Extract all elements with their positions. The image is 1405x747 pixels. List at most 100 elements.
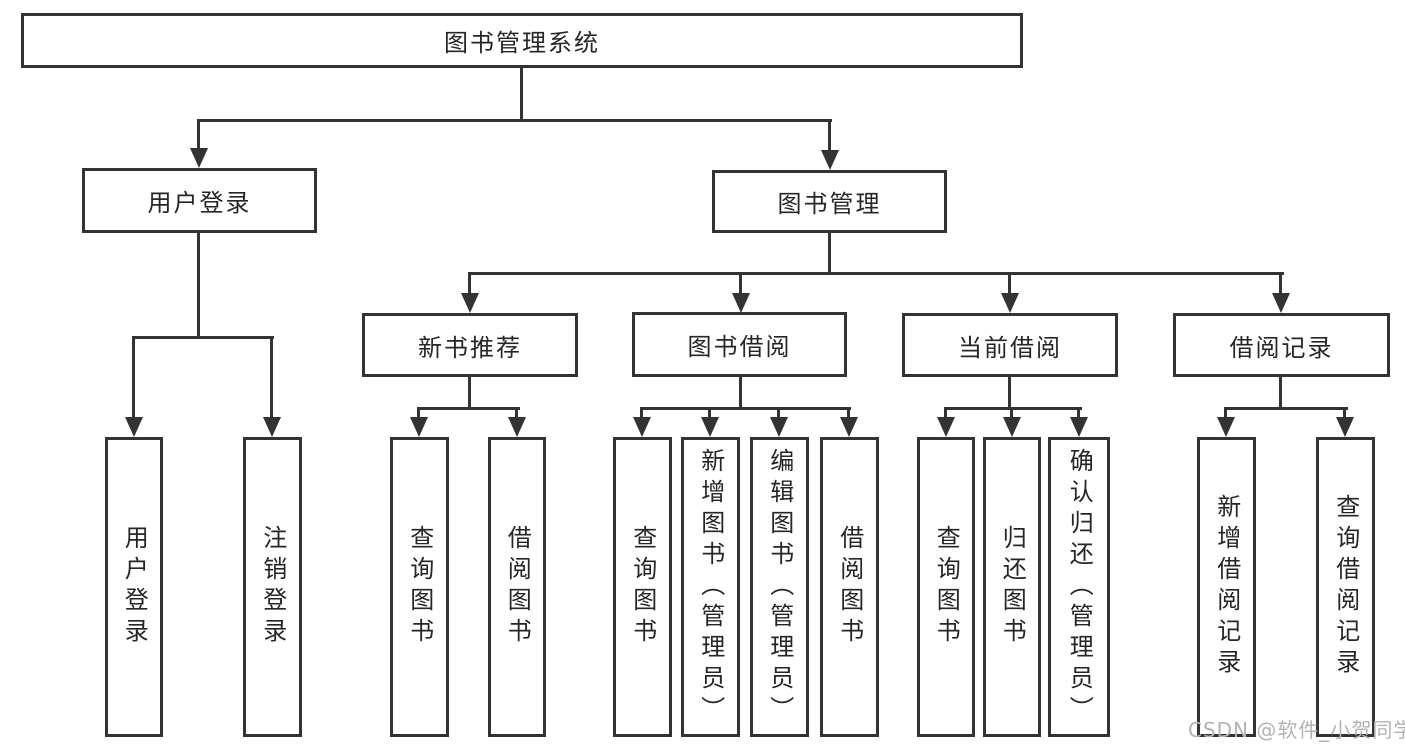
- arrow-head-icon: [1272, 293, 1290, 313]
- node-label: 借阅图书: [503, 525, 532, 649]
- arrow-shaft: [777, 410, 780, 421]
- arrow-to-query-books-current: [937, 410, 955, 437]
- arrow-shaft: [739, 275, 742, 297]
- connector-recommendation-bar: [417, 407, 520, 410]
- leaf-return-books: 归还图书: [983, 437, 1041, 737]
- connector-root-stem: [520, 68, 523, 119]
- leaf-add-borrow-record: 新增借阅记录: [1197, 437, 1256, 737]
- connector-current-borrowing-bar: [944, 407, 1082, 410]
- arrow-to-edit-books-admin: [770, 410, 788, 437]
- arrow-shaft: [515, 410, 518, 421]
- arrow-to-confirm-return-admin: [1070, 410, 1088, 437]
- arrow-head-icon: [410, 417, 428, 437]
- arrow-head-icon: [701, 417, 719, 437]
- arrow-to-book-management: [821, 122, 839, 170]
- arrow-shaft: [417, 410, 420, 421]
- leaf-confirm-return-admin: 确认归还（管理员）: [1048, 437, 1110, 737]
- arrow-head-icon: [508, 417, 526, 437]
- leaf-logout-login: 注销登录: [243, 437, 302, 737]
- node-current-borrowing: 当前借阅: [902, 313, 1118, 377]
- arrow-shaft: [640, 410, 643, 421]
- node-label: 查询图书: [405, 525, 434, 649]
- arrow-shaft: [1343, 410, 1346, 421]
- node-label: 图书借阅: [687, 333, 792, 361]
- arrow-to-new-book-recommendation: [461, 275, 479, 313]
- arrow-shaft: [1008, 275, 1011, 297]
- node-label: 借阅图书: [835, 525, 864, 649]
- arrow-head-icon: [821, 150, 839, 170]
- leaf-edit-books-admin: 编辑图书（管理员）: [750, 437, 809, 737]
- arrow-to-query-books-recommendation: [410, 410, 428, 437]
- arrow-shaft: [270, 339, 273, 421]
- arrow-shaft: [847, 410, 850, 421]
- arrow-head-icon: [263, 417, 281, 437]
- arrow-to-query-books-borrowing: [633, 410, 651, 437]
- arrow-to-return-books: [1003, 410, 1021, 437]
- arrow-head-icon: [125, 417, 143, 437]
- node-label: 注销登录: [258, 525, 287, 649]
- arrow-head-icon: [1003, 417, 1021, 437]
- connector-level3-bar: [468, 272, 1284, 275]
- connector-user-login-bar: [132, 336, 274, 339]
- node-label: 新增借阅记录: [1212, 494, 1241, 680]
- node-book-management: 图书管理: [712, 170, 947, 233]
- connector-borrowing-records-stem: [1279, 377, 1282, 407]
- connector-user-login-stem: [197, 233, 200, 336]
- arrow-head-icon: [1336, 417, 1354, 437]
- arrow-to-borrow-books-recommendation: [508, 410, 526, 437]
- node-label: 确认归还（管理员）: [1065, 447, 1094, 727]
- node-label: 查询图书: [932, 525, 961, 649]
- arrow-shaft: [1224, 410, 1227, 421]
- arrow-shaft: [944, 410, 947, 421]
- arrow-shaft: [197, 122, 200, 152]
- arrow-to-leaf-user-login: [125, 339, 143, 437]
- connector-book-management-stem: [828, 233, 831, 272]
- connector-current-borrowing-stem: [1008, 377, 1011, 407]
- arrow-head-icon: [840, 417, 858, 437]
- node-label: 图书管理: [777, 190, 882, 218]
- arrow-head-icon: [770, 417, 788, 437]
- node-label: 借阅记录: [1229, 333, 1334, 362]
- node-book-borrowing: 图书借阅: [632, 312, 847, 377]
- node-label: 新增图书（管理员）: [696, 447, 725, 727]
- node-label: 当前借阅: [958, 333, 1062, 362]
- arrow-shaft: [132, 339, 135, 421]
- arrow-shaft: [828, 122, 831, 154]
- arrow-head-icon: [937, 417, 955, 437]
- arrow-shaft: [1077, 410, 1080, 421]
- arrow-shaft: [1010, 410, 1013, 421]
- node-label: 查询借阅记录: [1331, 494, 1360, 680]
- csdn-watermark: CSDN @软件_小贺同学: [1188, 718, 1405, 742]
- arrow-head-icon: [732, 293, 750, 313]
- node-label: 用户登录: [120, 525, 149, 649]
- arrow-head-icon: [1217, 417, 1235, 437]
- leaf-add-books-admin: 新增图书（管理员）: [681, 437, 740, 737]
- arrow-to-add-borrow-record: [1217, 410, 1235, 437]
- arrow-shaft: [468, 275, 471, 297]
- leaf-query-books-recommendation: 查询图书: [390, 437, 449, 737]
- arrow-to-add-books-admin: [701, 410, 719, 437]
- node-label: 用户登录: [147, 189, 252, 217]
- leaf-query-books-current: 查询图书: [917, 437, 975, 737]
- leaf-borrow-books-borrowing: 借阅图书: [820, 437, 879, 737]
- arrow-head-icon: [1001, 293, 1019, 313]
- arrow-to-borrow-books-borrowing: [840, 410, 858, 437]
- node-root: 图书管理系统: [21, 13, 1023, 68]
- leaf-query-books-borrowing: 查询图书: [613, 437, 672, 737]
- node-borrowing-records: 借阅记录: [1173, 313, 1390, 377]
- arrow-head-icon: [1070, 417, 1088, 437]
- node-user-login: 用户登录: [82, 168, 317, 233]
- arrow-to-current-borrowing: [1001, 275, 1019, 313]
- arrow-head-icon: [461, 293, 479, 313]
- arrow-to-leaf-logout: [263, 339, 281, 437]
- arrow-to-query-borrow-record: [1336, 410, 1354, 437]
- connector-book-borrowing-bar: [640, 407, 851, 410]
- arrow-to-user-login: [190, 122, 208, 168]
- arrow-shaft: [1279, 275, 1282, 297]
- arrow-head-icon: [190, 148, 208, 168]
- connector-book-borrowing-stem: [739, 377, 742, 407]
- node-label: 图书管理系统: [444, 29, 600, 57]
- leaf-query-borrow-record: 查询借阅记录: [1316, 437, 1375, 737]
- node-label: 归还图书: [998, 525, 1027, 649]
